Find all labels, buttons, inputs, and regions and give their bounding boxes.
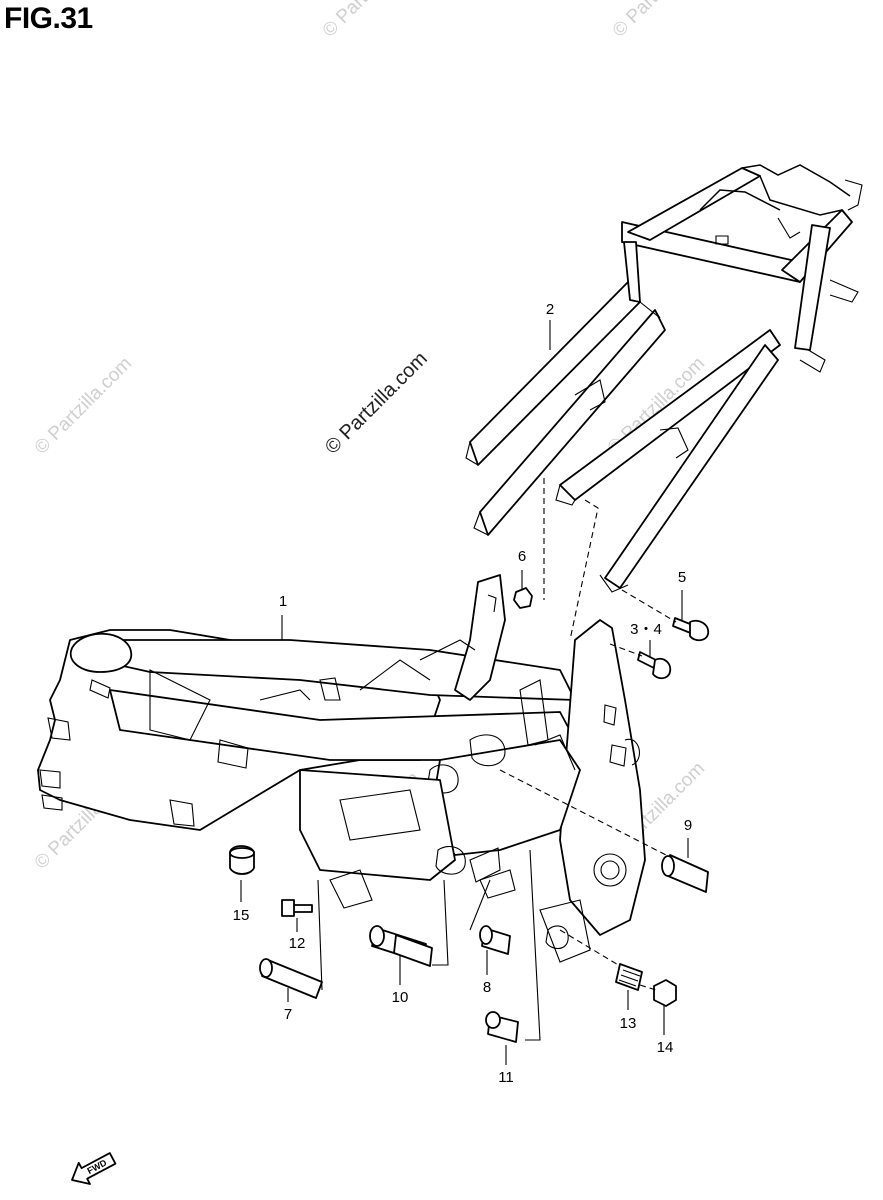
callout-2: 2	[546, 301, 554, 318]
watermark-top-2: © Partzilla.com	[609, 0, 714, 42]
forward-arrow-icon: FWD	[71, 1152, 117, 1185]
bolt-5	[672, 617, 710, 642]
callout-11: 11	[498, 1069, 514, 1086]
bolt-12	[281, 899, 313, 917]
collar-11	[485, 1011, 519, 1043]
callout-5: 5	[678, 569, 686, 586]
nut-6	[513, 587, 533, 609]
callout-13: 13	[620, 1015, 637, 1032]
collar-10	[369, 925, 433, 967]
cap-15	[229, 845, 255, 875]
callout-3-4: 3・4	[630, 621, 662, 638]
callout-15: 15	[233, 907, 250, 924]
watermark-main: © Partzilla.com	[321, 348, 432, 459]
callout-12: 12	[289, 935, 306, 952]
collar-7	[259, 958, 323, 999]
rear-subframe	[465, 164, 863, 593]
callout-8: 8	[483, 979, 491, 996]
callout-6: 6	[518, 548, 526, 565]
watermark-left-1: © Partzilla.com	[31, 353, 136, 458]
bolt-3-4	[637, 651, 672, 680]
leader-lines	[240, 320, 689, 1065]
callout-7: 7	[284, 1006, 292, 1023]
nut-14	[653, 979, 677, 1007]
collar-8	[479, 925, 511, 955]
watermark-top-1: © Partzilla.com	[319, 0, 424, 42]
callout-1: 1	[279, 593, 287, 610]
figure-title: FIG.31	[4, 2, 93, 35]
callout-10: 10	[392, 989, 409, 1006]
callout-9: 9	[684, 817, 692, 834]
collar-9	[661, 854, 709, 893]
main-frame	[37, 574, 646, 963]
callout-14: 14	[657, 1039, 674, 1056]
spring-13	[615, 963, 643, 991]
